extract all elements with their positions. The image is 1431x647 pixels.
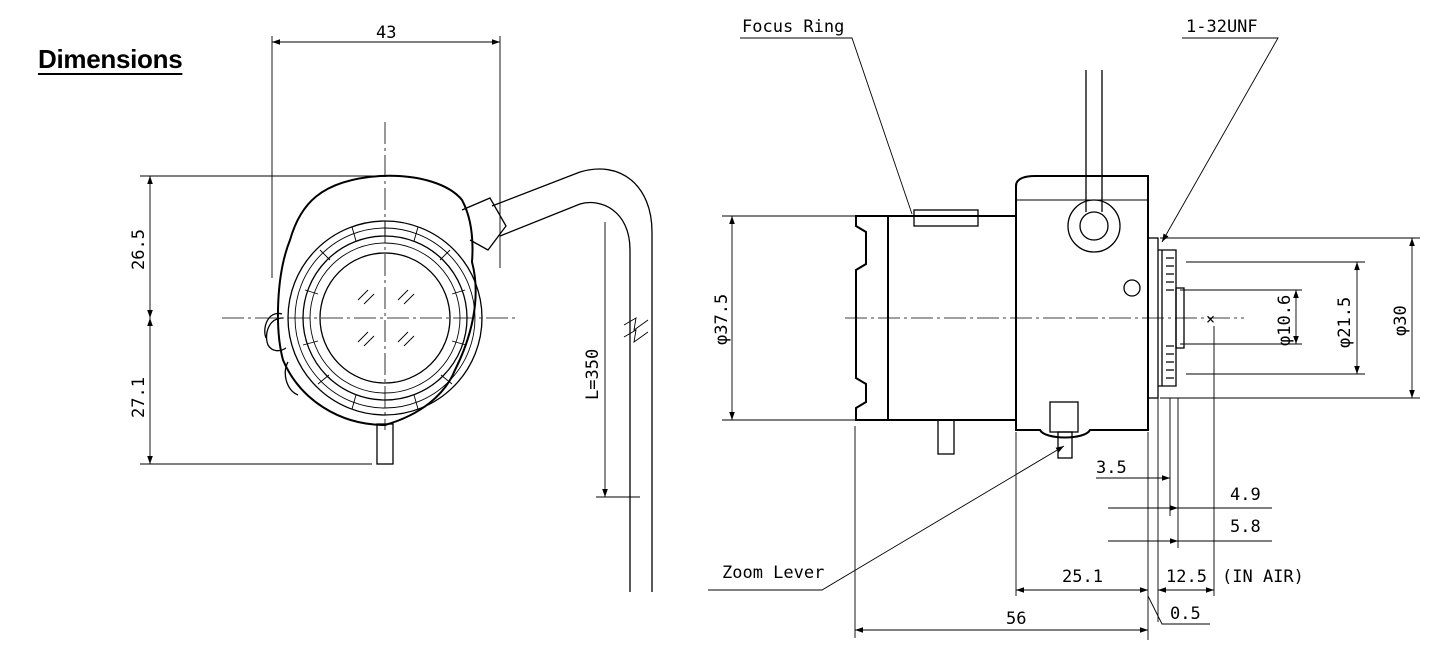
dim-overall-length: 56 — [1006, 609, 1026, 629]
side-knob-lower — [284, 361, 299, 396]
ring-4 — [309, 242, 461, 394]
leader-focus-ring — [740, 37, 913, 215]
label-focus-ring: Focus Ring — [742, 17, 844, 37]
dim-mount-diameter: φ30 — [1391, 305, 1411, 336]
rear-body — [1015, 175, 1149, 439]
ring-knurl-marks — [302, 221, 467, 410]
page-title: Dimensions — [38, 44, 183, 74]
leader-zoom-lever — [708, 445, 1065, 591]
label-zoom-lever: Zoom Lever — [722, 563, 824, 583]
dim-width: 43 — [376, 23, 396, 43]
lens-glass — [319, 252, 451, 384]
focal-point-mark: × — [1206, 310, 1215, 328]
dim-flange-gap: 0.5 — [1170, 604, 1201, 624]
outer-ring — [287, 220, 483, 416]
iris-knob — [265, 317, 287, 352]
leader-05 — [1147, 595, 1210, 625]
cable-boss-outer — [1067, 199, 1121, 253]
front-view: 43 26.5 27.1 L=350 — [129, 23, 653, 592]
zoom-lever-knob — [1049, 401, 1079, 433]
dim-back-focus-note: (IN AIR) — [1222, 567, 1304, 587]
cable-connector — [461, 197, 507, 251]
side-knob-upper — [264, 312, 283, 339]
cable-boss-inner — [1079, 211, 1109, 241]
zoom-lever-front — [376, 423, 394, 465]
front-cap — [855, 215, 888, 421]
cable-break-2 — [623, 329, 649, 343]
lens-housing — [276, 174, 477, 427]
rear-element — [1175, 287, 1185, 349]
dim-cable-length: L=350 — [583, 349, 603, 400]
cable-outer — [491, 168, 653, 592]
cable-break — [623, 317, 649, 331]
dim-back-focus: 12.5 — [1166, 567, 1207, 587]
iris-screw — [1123, 279, 1141, 297]
zoom-lever-stem — [1057, 431, 1073, 459]
glass-reflection-marks — [357, 289, 415, 347]
dim-rear-diameter: φ21.5 — [1335, 297, 1355, 348]
focus-lever — [937, 419, 955, 455]
focus-ring-grip — [913, 209, 979, 227]
dim-offset-35: 3.5 — [1096, 458, 1127, 478]
dim-offset-58: 5.8 — [1230, 517, 1261, 537]
dim-body-length: 25.1 — [1062, 567, 1103, 587]
dim-focus-ring-diameter: φ37.5 — [712, 294, 732, 345]
dim-offset-49: 4.9 — [1230, 485, 1261, 505]
dim-height-upper: 26.5 — [129, 229, 149, 270]
mount-flange — [1147, 237, 1159, 399]
dim-inner-diameter: φ10.6 — [1275, 295, 1295, 346]
cable-inner — [499, 201, 631, 592]
label-mount-thread: 1-32UNF — [1186, 17, 1258, 37]
leader-mount-thread — [1161, 37, 1279, 243]
side-view: × φ37.5 φ10.6 φ21.5 — [708, 17, 1420, 640]
dim-height-lower: 27.1 — [129, 377, 149, 418]
